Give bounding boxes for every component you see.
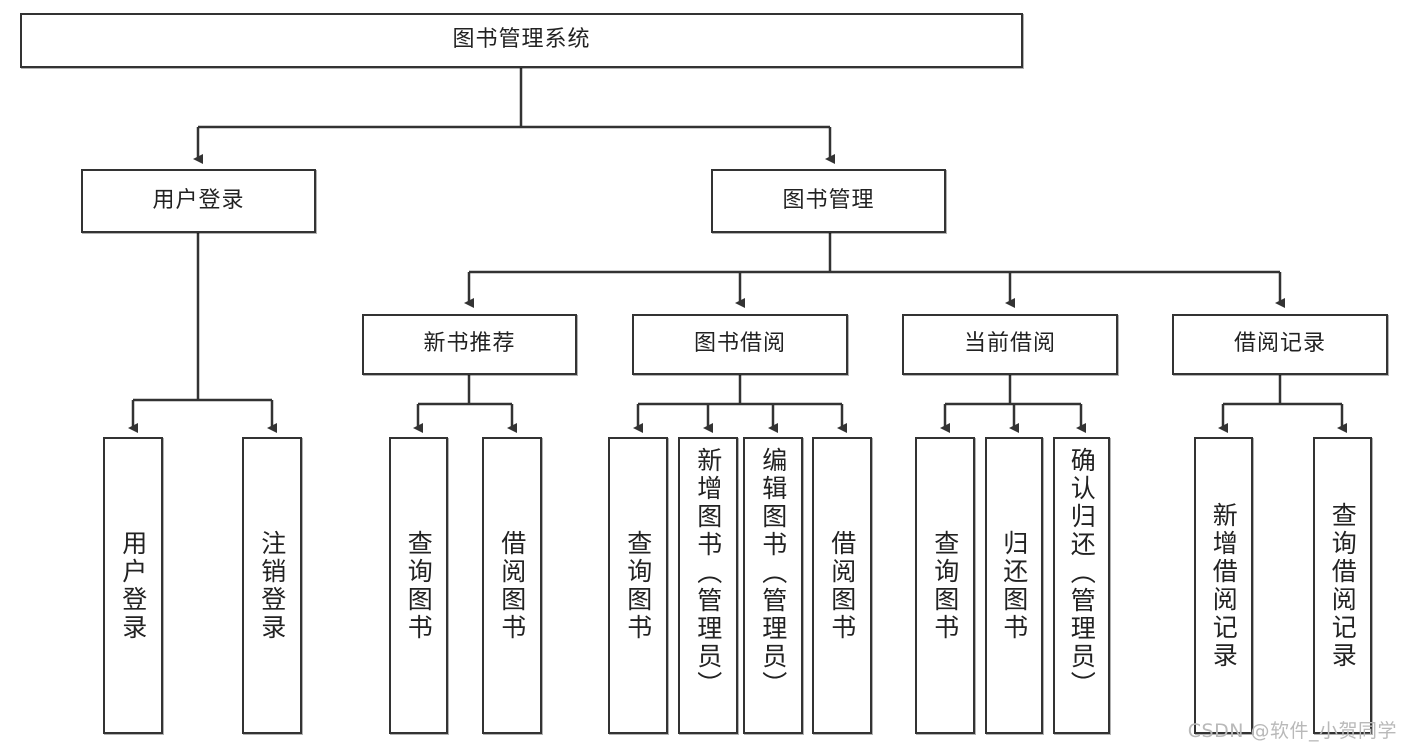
node-label: 查询借阅记录 xyxy=(1328,501,1358,670)
node-label: 借阅图书 xyxy=(497,529,527,642)
node-label: 查询图书 xyxy=(404,529,434,642)
node-label: 图书借阅 xyxy=(693,331,786,357)
node-label: 图书管理 xyxy=(782,187,875,213)
node-leaf-edit-book-admin[interactable]: 编辑图书（管理员） xyxy=(743,437,803,734)
node-current-borrow[interactable]: 当前借阅 xyxy=(902,314,1118,375)
node-borrow-record[interactable]: 借阅记录 xyxy=(1172,314,1388,375)
node-label: 编辑图书（管理员） xyxy=(758,447,788,699)
node-leaf-add-borrow-record[interactable]: 新增借阅记录 xyxy=(1194,437,1253,734)
node-label: 新书推荐 xyxy=(423,331,516,357)
node-root-book-management-system[interactable]: 图书管理系统 xyxy=(20,13,1023,68)
node-label: 查询图书 xyxy=(623,529,653,642)
node-label: 当前借阅 xyxy=(963,331,1056,357)
node-leaf-add-book-admin[interactable]: 新增图书（管理员） xyxy=(678,437,738,734)
node-leaf-logout-login[interactable]: 注销登录 xyxy=(242,437,302,734)
watermark-text: CSDN @软件_小贺同学 xyxy=(1187,720,1397,742)
node-leaf-query-borrow-record[interactable]: 查询借阅记录 xyxy=(1313,437,1372,734)
node-leaf-borrow-book[interactable]: 借阅图书 xyxy=(812,437,872,734)
node-user-login[interactable]: 用户登录 xyxy=(81,169,316,233)
node-label: 新增图书（管理员） xyxy=(693,447,723,699)
node-leaf-borrow-book-recommend[interactable]: 借阅图书 xyxy=(482,437,542,734)
node-book-management[interactable]: 图书管理 xyxy=(711,169,946,233)
node-leaf-query-book-recommend[interactable]: 查询图书 xyxy=(389,437,448,734)
node-label: 借阅图书 xyxy=(827,529,857,642)
node-label: 新增借阅记录 xyxy=(1209,501,1239,670)
node-leaf-return-book[interactable]: 归还图书 xyxy=(985,437,1043,734)
node-label: 借阅记录 xyxy=(1233,331,1326,357)
node-book-borrow[interactable]: 图书借阅 xyxy=(632,314,848,375)
node-new-book-recommend[interactable]: 新书推荐 xyxy=(362,314,577,375)
node-leaf-query-book-current[interactable]: 查询图书 xyxy=(915,437,975,734)
node-leaf-user-login[interactable]: 用户登录 xyxy=(103,437,163,734)
node-label: 用户登录 xyxy=(118,529,148,642)
node-label: 注销登录 xyxy=(257,529,287,642)
node-label: 查询图书 xyxy=(930,529,960,642)
node-label: 图书管理系统 xyxy=(452,27,591,53)
node-label: 归还图书 xyxy=(999,529,1029,642)
node-label: 确认归还（管理员） xyxy=(1067,447,1097,699)
node-label: 用户登录 xyxy=(152,187,245,213)
node-leaf-query-book-borrow[interactable]: 查询图书 xyxy=(608,437,668,734)
node-leaf-confirm-return-admin[interactable]: 确认归还（管理员） xyxy=(1053,437,1110,734)
